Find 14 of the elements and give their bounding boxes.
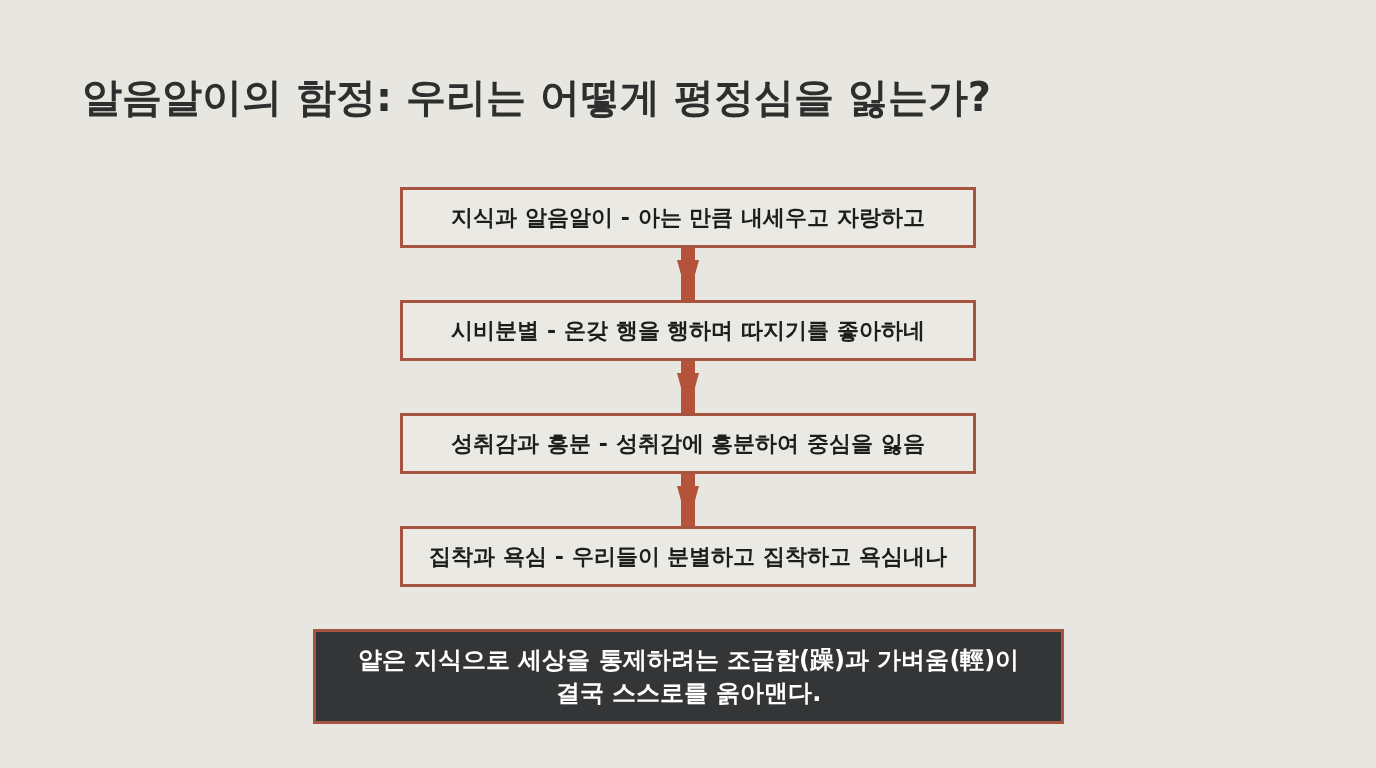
arrow	[677, 361, 699, 413]
step-text: 지식과 알음알이 - 아는 만큼 내세우고 자랑하고	[451, 203, 925, 232]
step-text: 집착과 욕심 - 우리들이 분별하고 집착하고 욕심내나	[429, 542, 947, 571]
arrow	[677, 474, 699, 526]
summary-box	[313, 629, 1064, 724]
summary-text: 얕은 지식으로 세상을 통제하려는 조급함(躁)과 가벼움(輕)이 결국 스스로를 옭아맨다.	[356, 645, 1021, 709]
slide-title: 알음알이의 함정: 우리는 어떻게 평정심을 잃는가?	[82, 73, 991, 122]
step-box	[400, 413, 976, 474]
step-box	[400, 187, 976, 248]
step-box	[400, 300, 976, 361]
step-text: 성취감과 흥분 - 성취감에 흥분하여 중심을 잃음	[451, 429, 925, 458]
step-box	[400, 526, 976, 587]
arrow	[677, 248, 699, 300]
step-text: 시비분별 - 온갖 행을 행하며 따지기를 좋아하네	[451, 316, 925, 345]
